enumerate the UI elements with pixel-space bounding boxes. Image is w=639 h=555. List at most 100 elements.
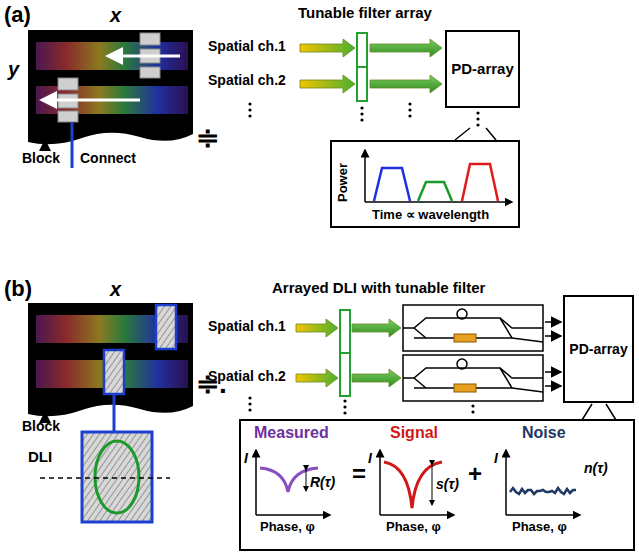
callout-text: Noise: [522, 424, 566, 442]
illustration-part: [471, 404, 474, 407]
callout-text: Phase, φ: [512, 520, 567, 535]
illustration-part: [248, 396, 251, 399]
dli-box: [403, 355, 543, 401]
illustration-part: [365, 201, 512, 203]
callout-text: Signal: [390, 424, 438, 442]
illustration-part: [255, 450, 257, 515]
illustration-part: [343, 399, 346, 402]
panel-letter: (b): [4, 276, 32, 301]
illustration-part: [343, 405, 346, 408]
title-label: Arrayed DLI with tunable filter: [272, 279, 485, 296]
waveguide: [500, 318, 512, 338]
illustration-part: [582, 404, 592, 420]
illustration-part: [240, 420, 634, 550]
illustration-part: [364, 150, 366, 202]
output-arrow: [545, 385, 561, 387]
dli-box: [403, 305, 543, 351]
illustration-part: [140, 67, 160, 78]
illustration-part: [28, 30, 193, 144]
callout-text: Phase, φ: [260, 520, 315, 535]
beam-arrow: [300, 39, 355, 57]
phase-shifter: [454, 334, 476, 342]
callout-text: DLI: [28, 448, 52, 465]
illustration-part: [360, 118, 363, 121]
illustration-part: [357, 66, 367, 68]
callout-text: I: [244, 450, 248, 466]
phase-shifter: [454, 384, 476, 392]
channel-label: Spatial ch.1: [208, 38, 286, 54]
channel-label: Spatial ch.2: [208, 368, 286, 384]
axis-label: x: [110, 4, 121, 27]
illustration-part: [82, 432, 152, 522]
illustration-part: [455, 128, 470, 140]
illustration-part: [432, 465, 433, 505]
callout-text: s(τ): [436, 476, 459, 492]
illustration-part: [486, 128, 496, 140]
illustration-part: [340, 352, 350, 354]
beam-arrow: [296, 369, 338, 387]
callout-text: n(τ): [584, 460, 608, 476]
waveguide: [414, 378, 426, 388]
callout-text: Phase, φ: [386, 520, 441, 535]
waveguide: [403, 318, 543, 328]
illustration-part: [408, 114, 411, 117]
pd-array-box: PD-array: [563, 295, 634, 403]
illustration-part: [58, 33, 160, 122]
callout-box: MeasuredI R(τ) Phase, φ = SignalIs(τ) Phase, …: [240, 420, 634, 550]
output-arrow: [545, 371, 561, 373]
illustration-part: [36, 42, 188, 70]
callout-text: Power: [336, 163, 351, 202]
callout-text: Measured: [254, 424, 329, 442]
illustration-part: [140, 33, 160, 45]
illustration-part: [360, 112, 363, 115]
illustration-part: [248, 114, 251, 117]
illustration-part: [360, 106, 363, 109]
illustration-part: [408, 108, 411, 111]
illustration-part: [95, 441, 139, 513]
approx-symbol: ≑: [196, 122, 219, 154]
illustration-part: [340, 310, 350, 396]
illustration-part: [343, 411, 346, 414]
beam-arrow: [300, 75, 355, 93]
callout-text: Time ∝ wavelength: [372, 208, 489, 223]
callout-box: PowerTime ∝ wavelength: [330, 140, 520, 228]
waveguide: [414, 338, 543, 342]
illustration-part: [384, 462, 442, 508]
illustration-part: [403, 305, 561, 401]
illustration-part: [156, 305, 176, 349]
illustration-part: [113, 395, 116, 432]
illustration-part: [306, 470, 307, 491]
box-text: PD-array: [569, 341, 627, 357]
box-text: PD-array: [451, 60, 514, 77]
illustration-part: [379, 450, 381, 515]
illustration-part: [104, 350, 124, 394]
title-label: Tunable filter array: [298, 4, 432, 21]
illustration-part: [28, 303, 193, 416]
callout-text: +: [468, 460, 482, 488]
illustration-part: [505, 450, 507, 515]
part-label: Block: [22, 418, 60, 434]
illustration-part: [71, 122, 74, 168]
delay-loop: [457, 309, 467, 319]
illustration-part: [248, 402, 251, 405]
illustration-part: [476, 123, 479, 126]
illustration-part: [58, 78, 78, 90]
waveguide: [414, 328, 426, 338]
callout-text: I: [368, 450, 372, 466]
beam-arrow: [370, 75, 442, 93]
illustration-part: [42, 99, 140, 102]
output-arrow: [545, 335, 561, 337]
channel-label: Spatial ch.2: [208, 72, 286, 88]
beam-arrow: [352, 369, 401, 387]
illustration-part: [248, 408, 251, 411]
panel-letter: (a): [4, 2, 31, 27]
illustration-part: [357, 33, 367, 101]
illustration-part: [58, 111, 78, 122]
illustration-part: [108, 55, 180, 58]
illustration-part: [44, 413, 46, 417]
callout-text: R(τ): [310, 474, 335, 490]
output-arrow: [545, 321, 561, 323]
beam-arrow: [352, 319, 401, 337]
callout-text: =: [352, 460, 366, 488]
illustration-part: [380, 514, 454, 516]
